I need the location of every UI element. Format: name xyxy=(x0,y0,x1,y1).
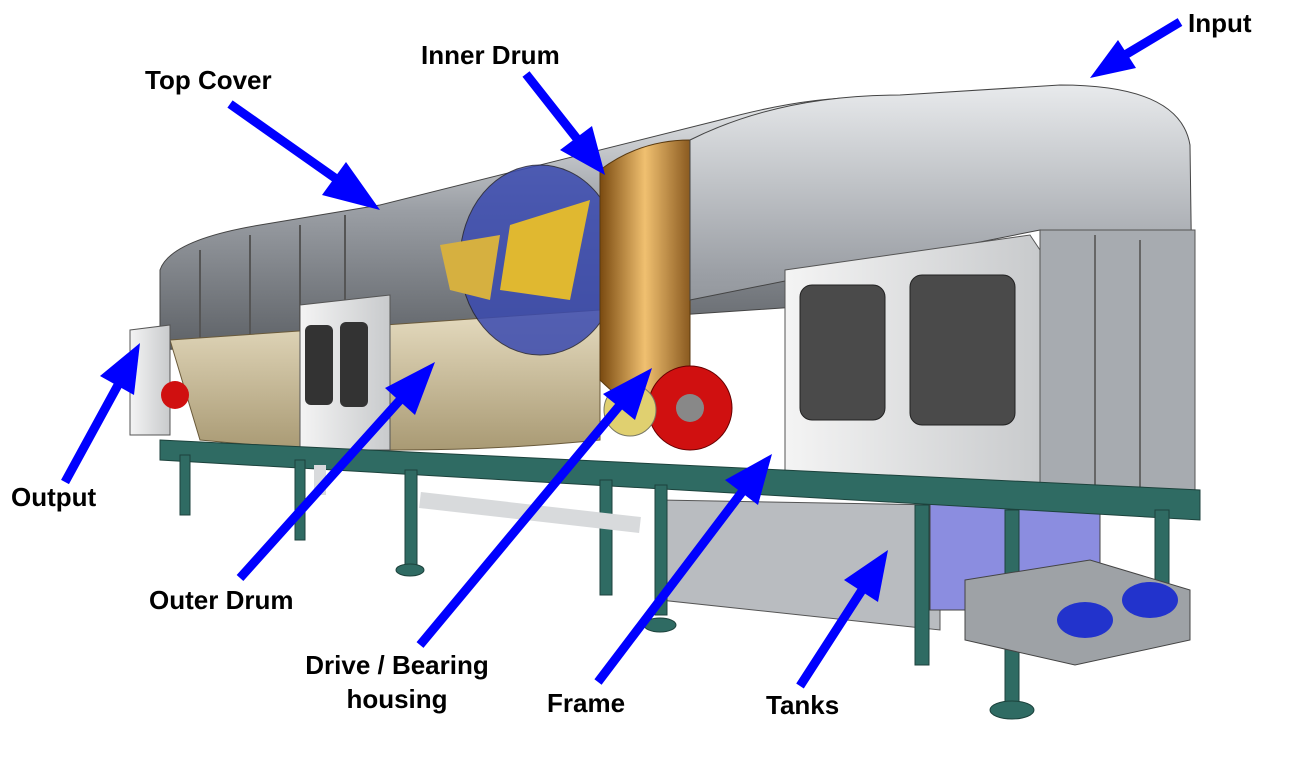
input-housing xyxy=(689,84,1196,511)
tanks-arrow xyxy=(796,550,888,689)
callout-arrows xyxy=(61,18,1183,689)
label-outer-drum: Outer Drum xyxy=(149,585,294,615)
label-top-cover: Top Cover xyxy=(145,65,272,95)
label-tanks: Tanks xyxy=(766,690,840,720)
label-drive-line1: Drive / Bearing xyxy=(305,650,489,680)
drive-arrow xyxy=(416,368,652,648)
label-drive-bearing-housing: Drive / Bearing housing xyxy=(294,648,500,716)
frame-arrow xyxy=(594,454,772,685)
input-arrow xyxy=(1090,18,1183,78)
label-frame: Frame xyxy=(547,688,626,718)
label-input: Input xyxy=(1188,8,1252,38)
outer-drum-arrow xyxy=(236,362,435,582)
cabinets xyxy=(129,234,1041,491)
pump-unit xyxy=(964,559,1191,666)
label-inner-drum: Inner Drum xyxy=(421,40,560,70)
label-output: Output xyxy=(11,482,97,512)
drive-motor xyxy=(161,365,733,451)
top-cover-arrow xyxy=(227,100,380,210)
output-arrow xyxy=(61,343,140,485)
label-drive-line2: housing xyxy=(346,684,448,714)
inner-drum-arrow xyxy=(522,71,605,175)
